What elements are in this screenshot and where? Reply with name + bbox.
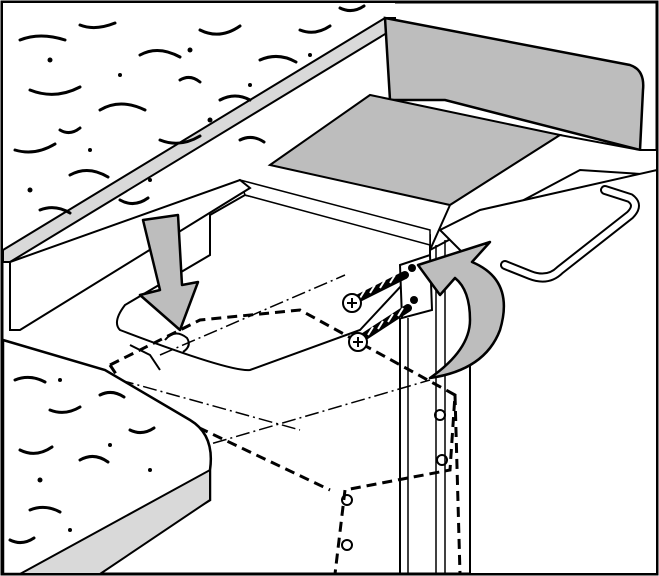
countertop-back xyxy=(2,3,396,263)
screw-icon xyxy=(342,271,412,352)
down-arrow-icon xyxy=(138,213,200,332)
clip-detail xyxy=(129,332,190,371)
rotate-arrow-icon xyxy=(416,240,506,380)
cabinet-body xyxy=(435,168,658,575)
countertop-front xyxy=(1,338,213,576)
mounting-plate xyxy=(9,178,431,372)
cabinet-side-panel xyxy=(267,16,658,253)
